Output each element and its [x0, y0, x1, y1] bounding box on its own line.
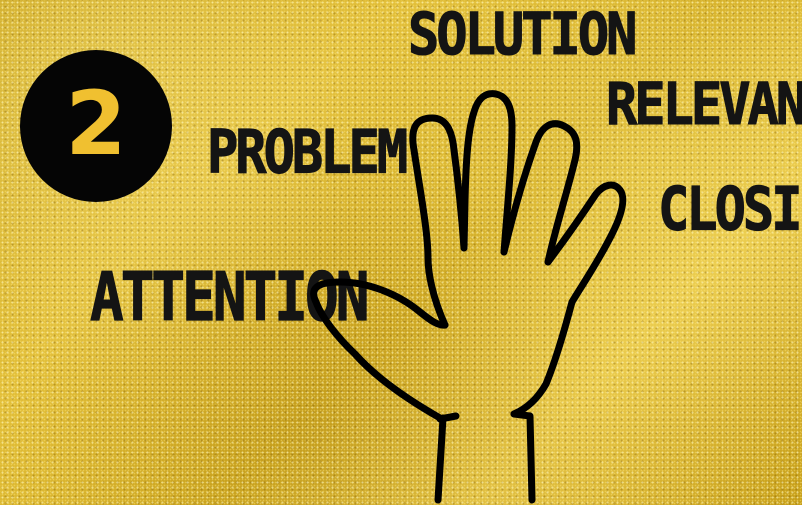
glitter-background: 2 SOLUTION PROBLEM RELEVANCE CLOSING ATT…	[0, 0, 802, 505]
hand-outline-icon	[0, 0, 802, 505]
